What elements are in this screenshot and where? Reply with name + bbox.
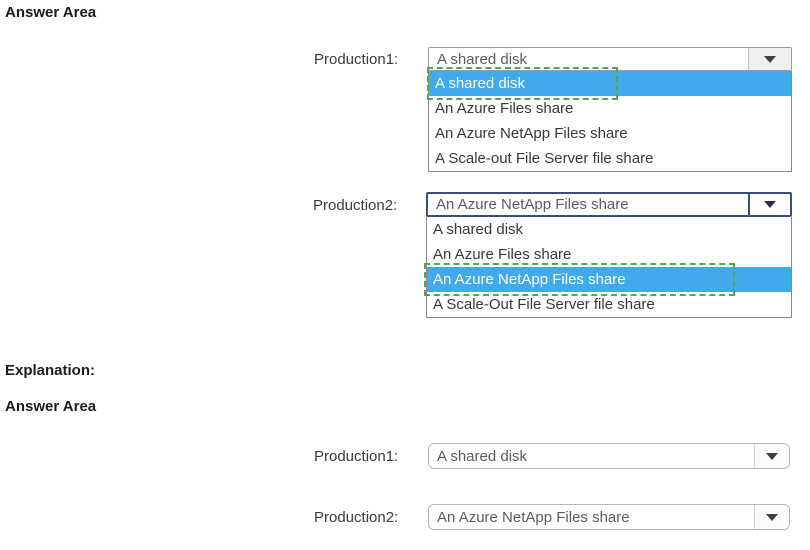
explanation-title: Explanation: [5,362,96,379]
production1-select[interactable]: A shared disk [428,47,792,71]
explanation-production2-select[interactable]: An Azure NetApp Files share [428,504,790,530]
option-an-azure-netapp-files-share[interactable]: An Azure NetApp Files share [427,267,791,292]
production1-options-list: A shared disk An Azure Files share An Az… [427,67,792,172]
option-an-azure-files-share[interactable]: An Azure Files share [433,246,572,263]
production1-selected-value: A shared disk [437,50,528,68]
option-an-azure-netapp-files-share[interactable]: An Azure NetApp Files share [435,125,628,142]
caret-down-icon [766,452,778,460]
production1-label: Production1: [314,51,399,68]
production2-selected-value: An Azure NetApp Files share [436,196,629,213]
explanation-production1-dropdown-button[interactable] [754,444,789,468]
option-an-azure-files-share[interactable]: An Azure Files share [435,100,574,117]
production2-select[interactable]: An Azure NetApp Files share [426,192,792,217]
explanation-answer-area-title: Answer Area [5,398,97,415]
production1-dropdown-button[interactable] [748,48,791,70]
option-a-scale-out-file-server-file-share[interactable]: A Scale-Out File Server file share [433,296,655,313]
explanation-production2-label: Production2: [314,509,399,526]
explanation-production2-selected-value: An Azure NetApp Files share [437,508,630,526]
explanation-production1-selected-value: A shared disk [437,447,528,465]
explanation-production2-dropdown-button[interactable] [754,505,789,529]
caret-down-icon [766,513,778,521]
production2-options-list: A shared disk An Azure Files share An Az… [424,217,792,318]
option-a-shared-disk[interactable]: A shared disk [429,71,791,96]
answer-area-title: Answer Area [5,4,97,21]
option-a-scale-out-file-server-file-share[interactable]: A Scale-out File Server file share [435,150,654,167]
production2-label: Production2: [313,197,398,214]
caret-down-icon [764,201,776,208]
production2-dropdown-button[interactable] [748,194,790,215]
option-a-shared-disk[interactable]: A shared disk [433,221,524,238]
explanation-production1-select[interactable]: A shared disk [428,443,790,469]
explanation-production1-label: Production1: [314,448,399,465]
caret-down-icon [764,55,776,63]
